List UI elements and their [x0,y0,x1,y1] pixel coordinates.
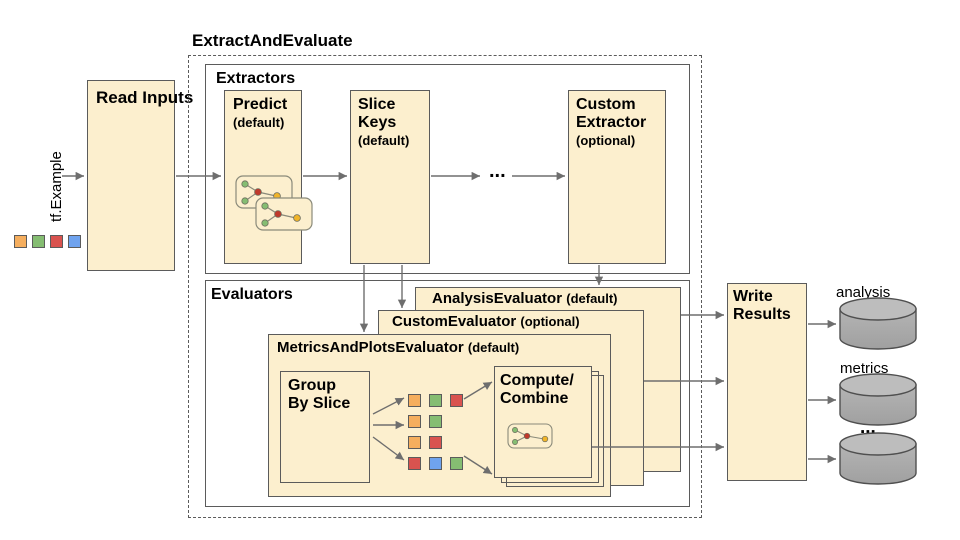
slice-square [408,457,421,470]
slice-square [408,415,421,428]
group-by-slice-line2: By Slice [288,394,351,412]
input-square-blue [68,235,81,248]
evaluator-metrics-name: MetricsAndPlotsEvaluator [277,339,464,356]
compute-combine-line1: Compute/ [500,372,574,389]
slice-square [429,394,442,407]
extractor-custom-label: Custom Extractor (optional) [576,96,646,150]
output-metrics-label: metrics [840,360,889,377]
evaluator-metrics-label: MetricsAndPlotsEvaluator (default) [277,339,520,357]
compute-combine-line2: Combine [500,389,569,407]
extractor-slice-keys-line3: (default) [358,132,410,148]
input-square-green [32,235,45,248]
extractors-ellipsis: ... [489,160,506,182]
evaluators-panel [205,280,690,507]
extractor-slice-keys-line1: Slice [358,96,396,113]
extractor-predict-line1: Predict [233,96,288,113]
compute-combine-label: Compute/ Combine [500,372,574,408]
read-inputs-line1: Read Inputs [96,88,194,107]
write-results-label: Write Results [733,288,791,324]
slice-square [450,457,463,470]
extractor-custom-box[interactable] [568,90,666,264]
extractor-slice-keys-box[interactable] [350,90,430,264]
evaluator-analysis-qualifier: (default) [566,291,618,306]
extract-and-evaluate-container [188,55,702,518]
evaluator-custom-qualifier: (optional) [520,314,580,329]
evaluator-custom-label: CustomEvaluator (optional) [392,313,580,331]
slice-square [429,415,442,428]
write-results-box[interactable] [727,283,807,481]
input-label: tf.Example [48,151,65,222]
extractor-predict-label: Predict (default) [233,96,287,132]
extractors-panel [205,64,690,274]
read-inputs-label: Read Inputs [96,88,193,107]
output-more-label: ... [860,417,876,438]
input-square-red [50,235,63,248]
extractor-predict-line2: (default) [233,114,285,130]
output-analysis-label: analysis [836,284,891,301]
cylinder-analysis [839,297,917,350]
cylinder-metrics [839,373,917,426]
evaluators-label: Evaluators [211,286,293,303]
extractor-slice-keys-label: Slice Keys (default) [358,96,409,150]
output-cylinders [839,297,917,485]
extractors-label: Extractors [216,70,296,87]
input-square-orange [14,235,27,248]
group-by-slice-label: Group By Slice [288,377,350,413]
evaluator-metrics-qualifier: (default) [467,340,520,355]
extractor-custom-line3: (optional) [576,132,636,148]
extractor-custom-line2: Extractor [576,113,647,131]
evaluator-analysis-label: AnalysisEvaluator (default) [432,290,618,308]
slice-square [408,436,421,449]
evaluator-analysis-name: AnalysisEvaluator [432,290,563,307]
compute-combine-box[interactable] [494,366,592,478]
extract-and-evaluate-title: ExtractAndEvaluate [192,31,353,50]
evaluator-custom-name: CustomEvaluator [392,313,517,330]
slice-square [450,394,463,407]
read-inputs-box[interactable] [87,80,175,271]
group-by-slice-line1: Group [288,377,336,394]
group-by-slice-box[interactable] [280,371,370,483]
slice-square [429,457,442,470]
cylinder-other [839,432,917,485]
extractor-slice-keys-line2: Keys [358,113,397,131]
write-results-line1: Write [733,288,773,305]
extractor-custom-line1: Custom [576,96,636,113]
slice-square [408,394,421,407]
slice-square [429,436,442,449]
write-results-line2: Results [733,305,791,323]
